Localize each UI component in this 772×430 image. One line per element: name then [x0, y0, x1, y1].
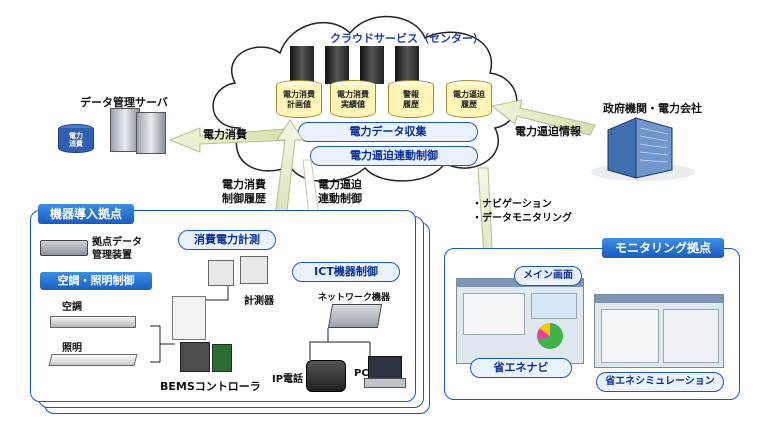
- nav-item-monitoring: ・データモニタリング: [472, 213, 572, 224]
- cloud-servers: [285, 46, 445, 86]
- data-server-badge: 電力 消費: [58, 124, 94, 154]
- government-label: 政府機関・電力会社: [603, 102, 702, 115]
- db-consumption-plan: 電力消費 計画値: [276, 80, 322, 120]
- cloud-control-pill: 電力逼迫連動制御: [310, 146, 478, 166]
- site-device-icon: [40, 240, 88, 256]
- eco-navi-screen: [456, 278, 584, 364]
- eco-sim-screen: [594, 294, 724, 368]
- nav-item-navigation: ・ナビゲーション: [472, 199, 552, 210]
- db-label: 電力逼迫 履歴: [453, 90, 485, 109]
- label-tight-control: 電力逼迫 連動制御: [318, 178, 362, 205]
- badge-text: 電力 消費: [69, 132, 83, 148]
- data-server-label: データ管理サーバ: [80, 96, 168, 109]
- nav-list: ・ナビゲーション ・データモニタリング: [472, 198, 572, 226]
- db-label: 電力消費 実績値: [337, 90, 369, 109]
- label-tight-info: 電力逼迫情報: [515, 125, 581, 138]
- lighting-label: 照明: [62, 343, 82, 354]
- bems-controller-icon: [172, 296, 238, 372]
- meter-icon: [208, 256, 270, 286]
- db-alarm-history: 警報 履歴: [388, 80, 434, 120]
- db-label: 電力消費 計画値: [283, 90, 315, 109]
- network-label: ネットワーク機器: [318, 293, 391, 303]
- db-consumption-actual: 電力消費 実績値: [330, 80, 376, 120]
- eco-navi-pill: 省エネナビ: [470, 358, 572, 378]
- ip-phone-label: IP電話: [272, 374, 304, 385]
- data-server-icon: [96, 108, 166, 154]
- eco-sim-pill: 省エネシミュレーション: [596, 372, 724, 392]
- meter-label: 計測器: [244, 296, 274, 307]
- db-label: 警報 履歴: [403, 90, 419, 109]
- label-power-consumption: 電力消費: [203, 128, 247, 141]
- cloud-title: クラウドサービス（センター）: [330, 32, 484, 45]
- cloud-collect-pill: 電力データ収集: [298, 122, 478, 142]
- pc-label: PC: [354, 368, 369, 379]
- site-device-label: 拠点データ 管理装置: [92, 237, 142, 261]
- hvac-control-pill: 空調・照明制御: [40, 272, 152, 290]
- monitoring-panel-title: モニタリング拠点: [602, 238, 724, 258]
- db-tight-history: 電力逼迫 履歴: [446, 80, 492, 120]
- ict-pill: ICT機器制御: [292, 262, 400, 282]
- ip-phone-icon: [306, 360, 346, 392]
- hvac-unit-icon: [50, 316, 136, 328]
- main-screen-pill[interactable]: メイン画面: [514, 266, 582, 286]
- bems-label: BEMSコントローラ: [160, 380, 261, 393]
- label-consumption-history: 電力消費 制御履歴: [222, 178, 266, 205]
- meter-pill: 消費電力計測: [178, 230, 276, 250]
- pc-icon: [364, 356, 406, 388]
- network-device-icon: [327, 304, 383, 328]
- government-building-icon: [591, 117, 695, 181]
- hvac-label: 空調: [62, 302, 82, 313]
- equipment-panel-title: 機器導入拠点: [38, 204, 134, 224]
